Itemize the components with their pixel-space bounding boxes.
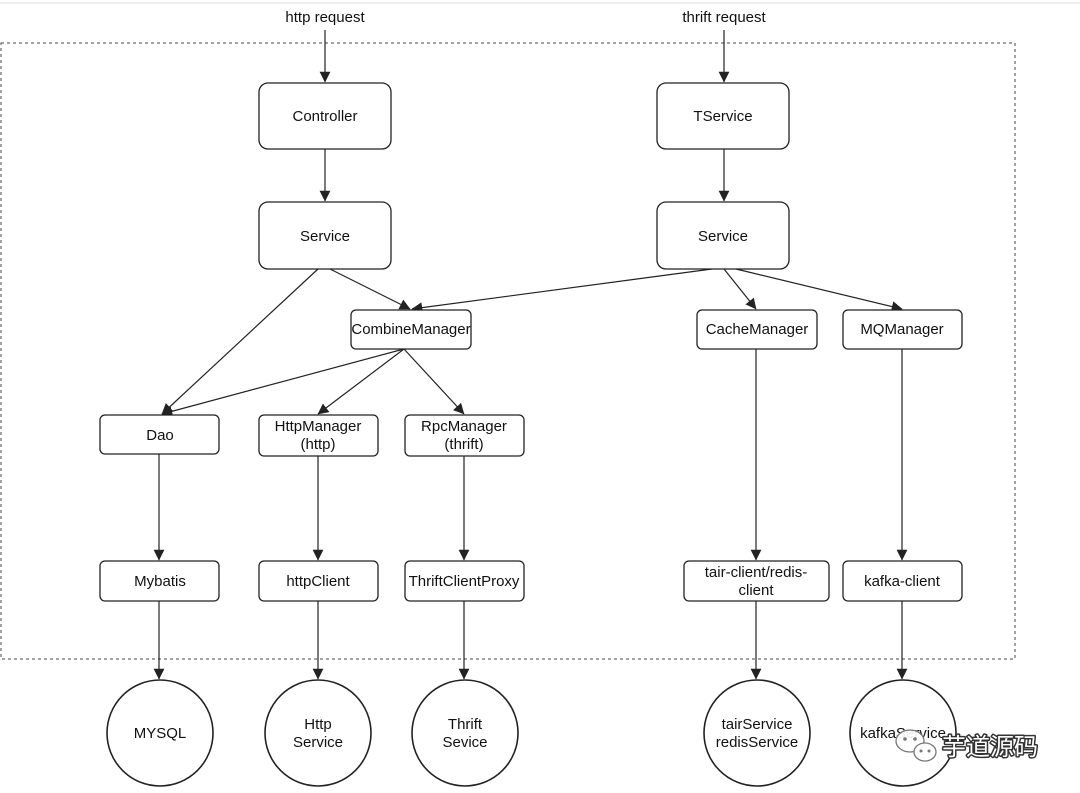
mysql-label: MYSQL <box>134 725 187 742</box>
controller-label: Controller <box>292 108 357 125</box>
service-http-node: Service <box>258 201 392 270</box>
thrift-client-proxy-label: ThriftClientProxy <box>409 573 520 590</box>
tservice-label: TService <box>693 108 752 125</box>
thrift-request-label: thrift request <box>682 9 766 26</box>
service-http-label: Service <box>300 228 350 245</box>
edge-service-cachemanager <box>723 268 757 310</box>
tservice-node: TService <box>656 82 790 150</box>
application-boundary <box>0 42 1016 660</box>
controller-node: Controller <box>258 82 392 150</box>
edges <box>153 30 908 680</box>
dao-label: Dao <box>146 427 174 444</box>
http-manager-node: HttpManager (http) <box>258 414 379 457</box>
mysql-database: MYSQL <box>106 679 214 787</box>
edge-combinemanager-dao <box>161 348 405 417</box>
combine-manager-label: CombineManager <box>351 321 470 338</box>
redis-service-label: redisService <box>716 734 799 751</box>
edge-combinemanager-rpcmanager <box>403 348 465 415</box>
edge-service-mqmanager <box>735 268 903 312</box>
service-thrift-label: Service <box>698 228 748 245</box>
http-client-label: httpClient <box>286 573 350 590</box>
http-manager-label-line1: HttpManager <box>275 418 362 435</box>
thrift-client-proxy-node: ThriftClientProxy <box>404 560 525 602</box>
rpc-manager-label-line1: RpcManager <box>421 418 507 435</box>
thrift-service-label-line2: Sevice <box>442 734 487 751</box>
edge-combinemanager-httpmanager <box>317 348 405 415</box>
http-manager-label-line2: (http) <box>300 436 335 453</box>
http-request-label: http request <box>285 9 365 26</box>
http-service-endpoint: Http Service <box>264 679 372 787</box>
tair-service-label: tairService <box>722 716 793 733</box>
cache-manager-node: CacheManager <box>696 309 818 350</box>
dao-node: Dao <box>99 414 220 455</box>
combine-manager-node: CombineManager <box>350 309 472 350</box>
wechat-icon <box>895 729 937 762</box>
mybatis-node: Mybatis <box>99 560 220 602</box>
kafka-client-node: kafka-client <box>842 560 963 602</box>
thrift-service-endpoint: Thrift Sevice <box>411 679 519 787</box>
mq-manager-node: MQManager <box>842 309 963 350</box>
mybatis-label: Mybatis <box>134 573 186 590</box>
watermark-text: 芋道源码 <box>942 733 1038 761</box>
http-client-node: httpClient <box>258 560 379 602</box>
tair-redis-client-label-line1: tair-client/redis- <box>705 564 808 581</box>
thrift-service-label-line1: Thrift <box>448 716 483 733</box>
kafka-client-label: kafka-client <box>864 573 941 590</box>
watermark: 芋道源码 <box>895 729 1040 763</box>
http-service-label-line2: Service <box>293 734 343 751</box>
mq-manager-label: MQManager <box>860 321 943 338</box>
service-thrift-node: Service <box>656 201 790 270</box>
tair-redis-service-endpoint: tairService redisService <box>703 679 811 787</box>
http-service-label-line1: Http <box>304 716 332 733</box>
rpc-manager-node: RpcManager (thrift) <box>404 414 525 457</box>
rpc-manager-label-line2: (thrift) <box>444 436 483 453</box>
tair-redis-client-label-line2: client <box>738 582 774 599</box>
edge-service-combinemanager <box>329 268 411 310</box>
cache-manager-label: CacheManager <box>706 321 809 338</box>
tair-redis-client-node: tair-client/redis- client <box>683 560 830 602</box>
edge-tservice-service-combinemanager <box>411 268 713 313</box>
edge-service-dao <box>161 268 319 415</box>
